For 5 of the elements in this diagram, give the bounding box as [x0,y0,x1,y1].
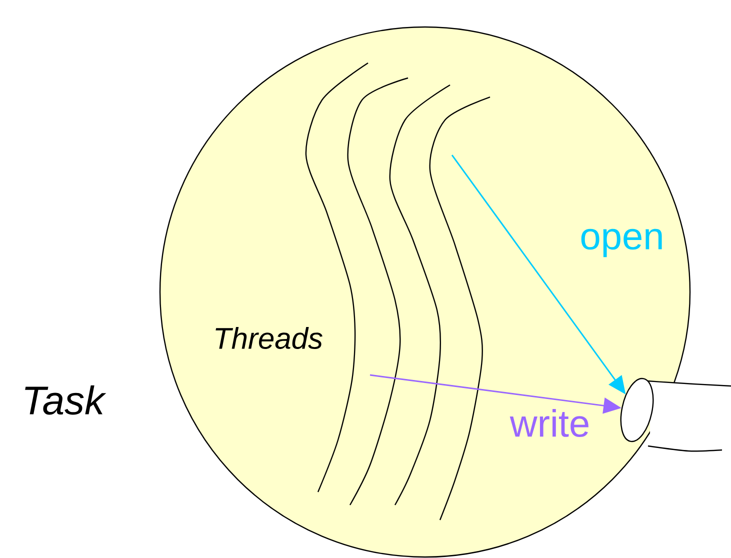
pipe-drawing [620,378,731,452]
edge-label: open [581,228,662,258]
edge-label: write [510,409,588,437]
threads-label: Threads [216,326,322,350]
node-label: Task [25,385,106,415]
